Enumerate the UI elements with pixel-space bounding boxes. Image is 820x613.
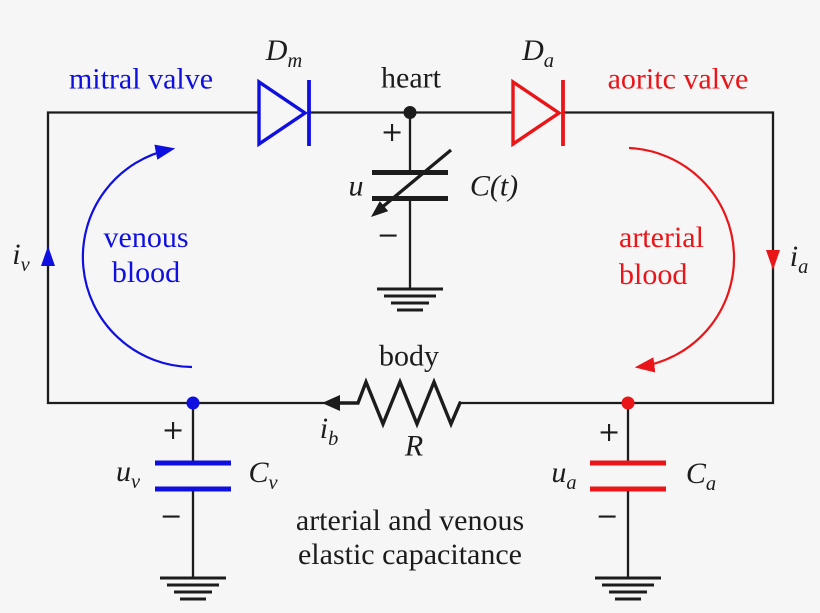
arterial-capacitor-label: Ca bbox=[686, 457, 716, 495]
aortic-diode-triangle bbox=[511, 78, 563, 148]
heart-capacitor-label: C(t) bbox=[469, 169, 519, 203]
venous-flow-arc bbox=[81, 144, 193, 369]
venous-current-label-sub: v bbox=[20, 253, 30, 276]
resistor-label: R bbox=[404, 429, 424, 463]
arterial-plus-sign: + bbox=[597, 417, 621, 449]
wire-right-loop bbox=[461, 111, 775, 405]
body-current-arrow bbox=[322, 395, 340, 411]
aortic-valve-label: aoritc valve bbox=[607, 62, 749, 96]
venous-voltage-label-base: u bbox=[115, 454, 131, 488]
capacitance-caption-line2: elastic capacitance bbox=[297, 538, 522, 571]
heart-ground bbox=[377, 287, 443, 312]
mitral-valve-label: mitral valve bbox=[68, 62, 214, 96]
arterial-ground bbox=[595, 576, 661, 601]
mitral-diode-triangle bbox=[257, 78, 309, 148]
heart-voltage-label: u bbox=[348, 169, 364, 203]
venous-blood-line1: venous bbox=[103, 221, 189, 254]
venous-minus-sign: − bbox=[159, 501, 183, 533]
arterial-current-label: ia bbox=[790, 240, 809, 278]
arterial-blood-line1: arterial bbox=[619, 221, 704, 254]
arterial-minus-sign: − bbox=[595, 501, 619, 533]
venous-voltage-label-sub: v bbox=[130, 470, 141, 493]
capacitance-caption-line1: arterial and venous bbox=[295, 504, 525, 537]
arterial-voltage-label: ua bbox=[551, 456, 576, 494]
variable-capacitor-arrow-shaft bbox=[378, 148, 453, 211]
arterial-blood-line2: blood bbox=[619, 258, 688, 291]
heart-node-dot bbox=[403, 106, 417, 119]
wire-left-loop bbox=[46, 111, 340, 405]
heart-minus-sign: − bbox=[376, 220, 400, 252]
aortic-diode-label: Da bbox=[522, 34, 554, 72]
arterial-capacitor-label-base: C bbox=[685, 456, 706, 490]
mitral-diode-label: Dm bbox=[266, 34, 302, 72]
venous-current-label: iv bbox=[12, 238, 29, 276]
arterial-current-label-sub: a bbox=[798, 255, 809, 278]
body-current-label-sub: b bbox=[328, 427, 339, 450]
arterial-current-arrow bbox=[766, 250, 780, 270]
arterial-voltage-label-sub: a bbox=[566, 471, 577, 494]
body-current-label: ib bbox=[320, 412, 339, 450]
resistor-zigzag bbox=[340, 377, 462, 429]
body-current-label-base: i bbox=[319, 411, 329, 445]
body-label: body bbox=[379, 339, 439, 373]
venous-ground bbox=[160, 576, 226, 601]
arterial-flow-arc bbox=[628, 146, 736, 373]
venous-capacitor-label-base: C bbox=[248, 455, 269, 489]
capacitance-caption: arterial and venous elastic capacitance bbox=[296, 504, 524, 572]
venous-blood-line2: blood bbox=[111, 256, 181, 289]
arterial-blood-label: arterial blood bbox=[619, 219, 704, 293]
venous-blood-label: venous blood bbox=[104, 220, 189, 290]
venous-current-label-base: i bbox=[12, 237, 21, 271]
venous-node-dot bbox=[186, 396, 200, 410]
heart-label: heart bbox=[381, 61, 441, 95]
mitral-diode-label-sub: m bbox=[287, 49, 303, 72]
arterial-capacitor-label-sub: a bbox=[705, 472, 717, 495]
venous-voltage-label: uv bbox=[116, 455, 140, 493]
arterial-voltage-label-base: u bbox=[551, 455, 567, 489]
venous-capacitor-label: Cv bbox=[248, 456, 277, 494]
venous-current-arrow bbox=[41, 246, 55, 266]
venous-plus-sign: + bbox=[161, 415, 185, 447]
arterial-node-dot bbox=[621, 396, 635, 410]
arterial-current-label-base: i bbox=[789, 239, 799, 273]
aortic-diode-label-sub: a bbox=[543, 49, 554, 72]
variable-capacitor-arrowhead bbox=[371, 201, 389, 217]
aortic-diode-label-base: D bbox=[522, 33, 544, 67]
venous-capacitor-label-sub: v bbox=[268, 471, 278, 494]
heart-plus-sign: + bbox=[380, 117, 404, 149]
mitral-diode-label-base: D bbox=[265, 33, 288, 67]
